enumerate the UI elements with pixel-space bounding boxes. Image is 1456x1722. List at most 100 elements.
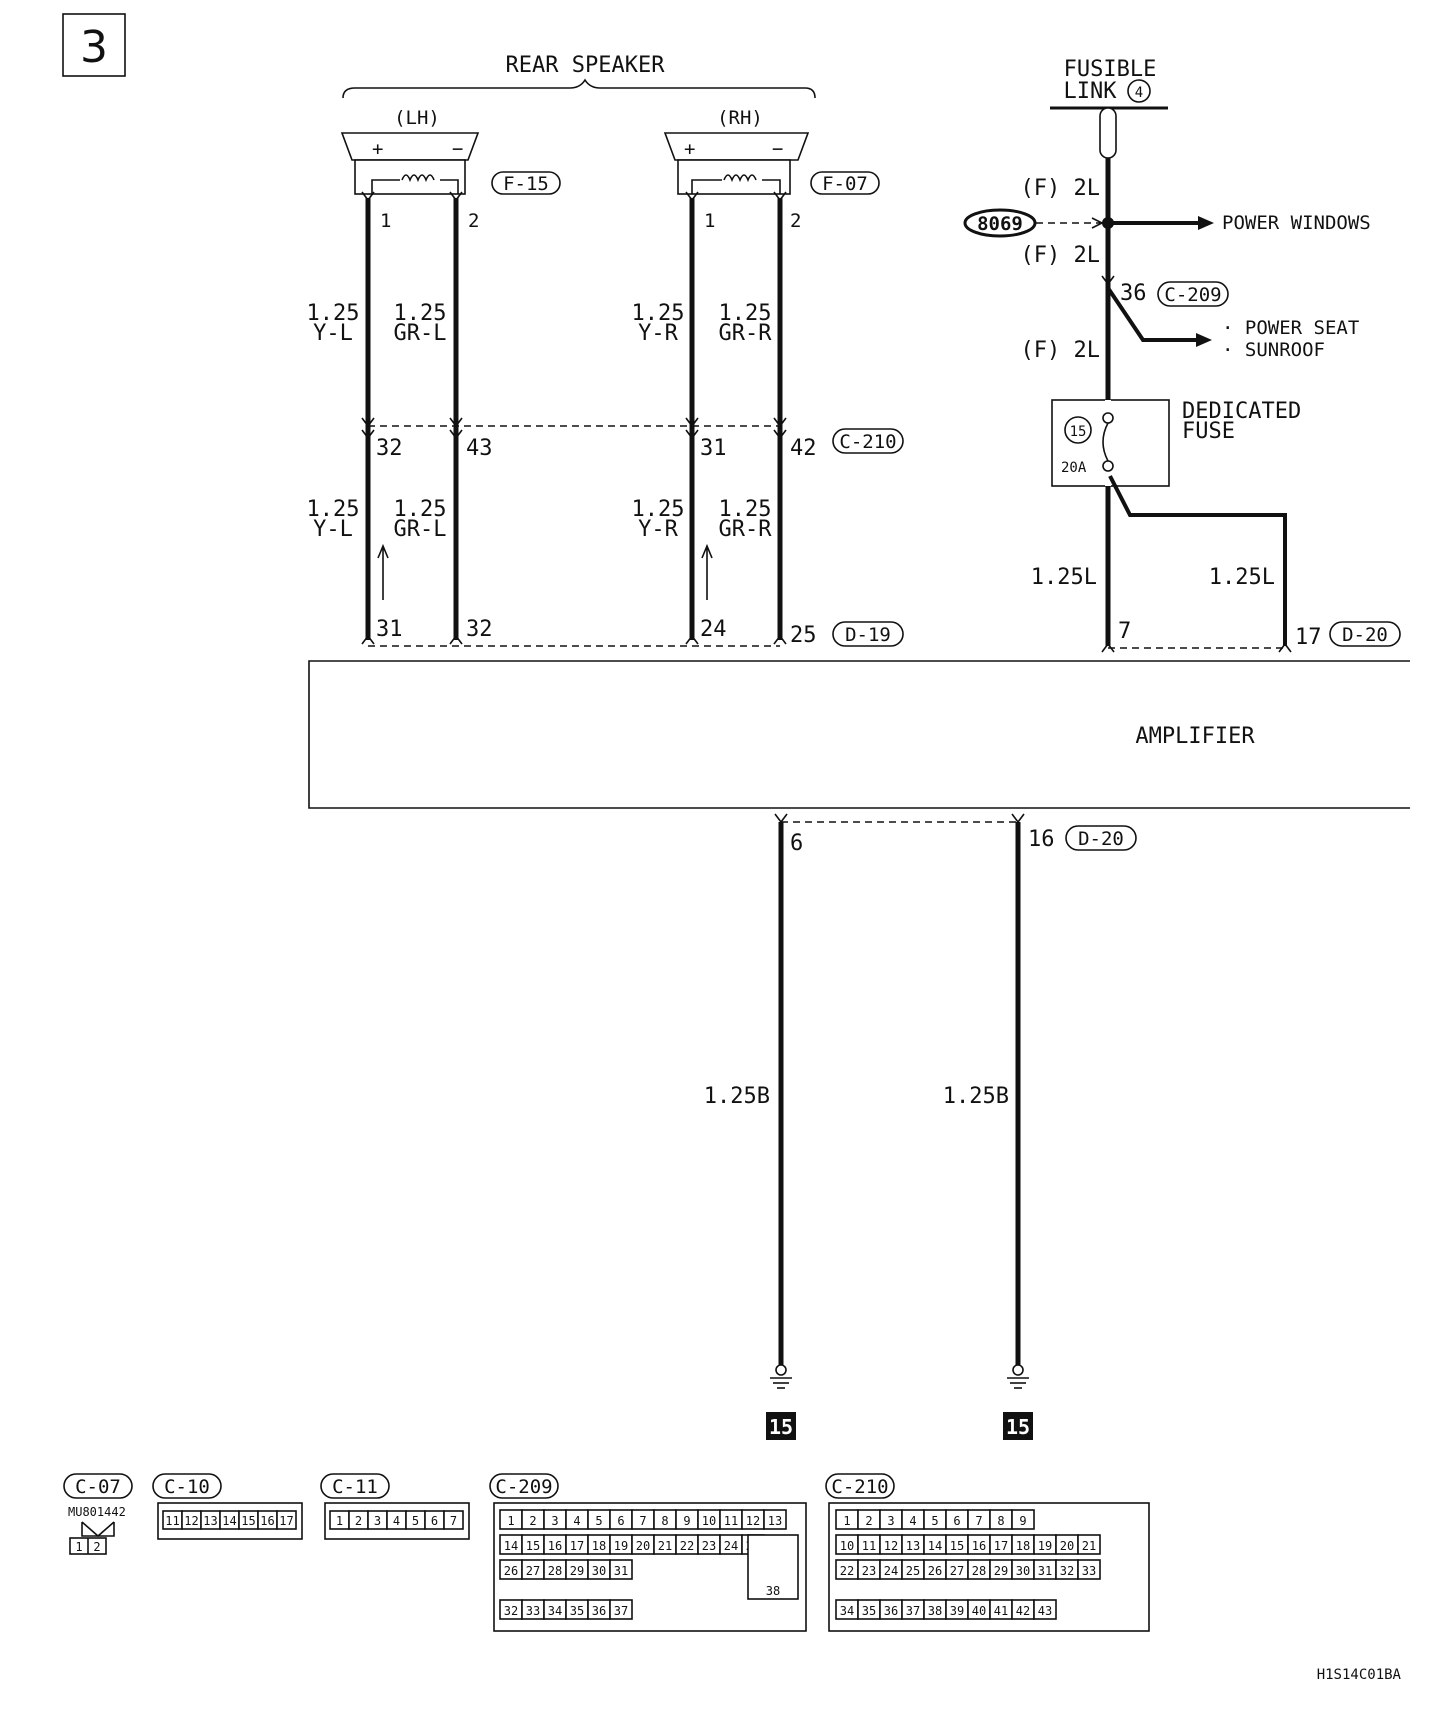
c209-pin-cell — [747, 1534, 799, 1600]
c209-pin-36: 36 — [1120, 281, 1147, 306]
c210-pin-label: 26 — [928, 1564, 942, 1578]
c210-pin-label: 30 — [1016, 1564, 1030, 1578]
wire-rh-neg-size: 1.25 — [719, 301, 772, 326]
wire-amp-power-label-2: 1.25L — [1209, 565, 1275, 590]
connector-view-c07-label: C-07 — [75, 1476, 121, 1498]
c10-pin-label: 11 — [165, 1514, 179, 1528]
wire-rh-pos-size-2: 1.25 — [632, 497, 685, 522]
rear-speaker-title: REAR SPEAKER — [506, 53, 666, 78]
connector-view-c11-label: C-11 — [332, 1476, 378, 1498]
c210-pin-label: 6 — [953, 1514, 960, 1528]
dedicated-fuse-label-2: FUSE — [1182, 419, 1235, 444]
c209-pin-label: 35 — [570, 1604, 584, 1618]
c210-pin-label: 36 — [884, 1604, 898, 1618]
connector-d20-badge-top — [1329, 621, 1401, 647]
d19-pin-25: 25 — [790, 623, 817, 648]
c209-pin-label: 2 — [529, 1514, 536, 1528]
c210-pin-label: 23 — [862, 1564, 876, 1578]
wire-lh-pos-size: 1.25 — [307, 301, 360, 326]
wire-lh-neg-color-2: GR-L — [394, 517, 447, 542]
c209-pin-label: 20 — [636, 1539, 650, 1553]
c11-pin-label: 1 — [336, 1514, 343, 1528]
connector-d20-label-top: D-20 — [1342, 624, 1388, 646]
c209-pin-label: 7 — [639, 1514, 646, 1528]
connector-f07-label: F-07 — [822, 173, 868, 195]
amplifier-box — [308, 660, 1410, 809]
connector-f07-badge — [810, 171, 880, 195]
fusible-link-number: 4 — [1135, 85, 1143, 101]
speaker-rh-minus: − — [772, 138, 783, 160]
fuse-number: 15 — [1070, 424, 1087, 440]
ground-point-badge — [766, 1412, 796, 1440]
ground-circuit: 6 16 D-20 1.25B 1.25B 15 15 — [704, 813, 1137, 1440]
wire-amp-power-label-1: 1.25L — [1031, 565, 1097, 590]
connector-c07-part-number: MU801442 — [68, 1505, 126, 1519]
speaker-wires — [361, 191, 787, 647]
c10-pin-label: 14 — [222, 1514, 236, 1528]
c210-pin-label: 10 — [840, 1539, 854, 1553]
speaker-lh-minus: − — [452, 138, 463, 160]
c209-pin-label: 17 — [570, 1539, 584, 1553]
c210-pin-label: 25 — [906, 1564, 920, 1578]
signal-arrow-rh — [701, 543, 713, 600]
wire-rh-pos-color-2: Y-R — [638, 517, 678, 542]
c11-pin-label: 3 — [374, 1514, 381, 1528]
c209-pin-label: 4 — [573, 1514, 580, 1528]
speaker-lh-pin1: 1 — [380, 210, 391, 232]
connector-view-c210-badge — [825, 1473, 895, 1499]
sunroof-label: · SUNROOF — [1222, 339, 1325, 361]
c210-pin-label: 4 — [909, 1514, 916, 1528]
connector-f15-label: F-15 — [503, 173, 549, 195]
wire-power-label-3: (F) 2L — [1021, 338, 1100, 363]
speaker-rh-pin1: 1 — [704, 210, 715, 232]
c209-pin-label: 38 — [766, 1584, 780, 1598]
c209-pin-label: 23 — [702, 1539, 716, 1553]
d20-pin-6: 6 — [790, 831, 803, 856]
c209-pin-label: 16 — [548, 1539, 562, 1553]
d19-pin-32: 32 — [466, 617, 493, 642]
lower-wire-labels: 1.25 Y-L 1.25 GR-L 1.25 Y-R 1.25 GR-R — [307, 497, 773, 542]
connector-c210-badge — [832, 428, 904, 454]
c209-pin-label: 26 — [504, 1564, 518, 1578]
c209-pin-label: 31 — [614, 1564, 628, 1578]
c209-pin-cell — [609, 1559, 633, 1580]
c209-pin-label: 32 — [504, 1604, 518, 1618]
connector-d19-label: D-19 — [845, 624, 891, 646]
c210-pin-label: 16 — [972, 1539, 986, 1553]
c210-pin-label: 28 — [972, 1564, 986, 1578]
speaker-lh-pin2: 2 — [468, 210, 479, 232]
splice-8069-label: 8069 — [977, 213, 1023, 235]
c210-pin-label: 39 — [950, 1604, 964, 1618]
ground-point-badge — [1003, 1412, 1033, 1440]
c210-pin-label: 33 — [1082, 1564, 1096, 1578]
speaker-rh-plus: + — [684, 138, 695, 160]
c210-pin-label: 1 — [843, 1514, 850, 1528]
c209-pin-label: 6 — [617, 1514, 624, 1528]
c210-pin-label: 32 — [1060, 1564, 1074, 1578]
d19-pin-31: 31 — [376, 617, 403, 642]
c209-pin-label: 8 — [661, 1514, 668, 1528]
c210-pin-cell — [1033, 1599, 1057, 1620]
c210-pin-label: 9 — [1019, 1514, 1026, 1528]
fuse-icon — [1102, 422, 1109, 462]
connector-view-c209-badge — [489, 1473, 559, 1499]
section-number-box: 3 — [62, 13, 126, 77]
figure-code: H1S14C01BA — [1317, 1667, 1402, 1683]
wire-lh-pos-color-2: Y-L — [313, 517, 353, 542]
c209-pin-label: 33 — [526, 1604, 540, 1618]
c210-pin-label: 15 — [950, 1539, 964, 1553]
ground-icon — [1007, 1364, 1029, 1389]
c210-pin-label: 21 — [1082, 1539, 1096, 1553]
fusible-link-icon — [1099, 107, 1117, 159]
wire-rh-pos-color: Y-R — [638, 321, 678, 346]
c210-pin-label: 5 — [931, 1514, 938, 1528]
c11-pin-label: 5 — [412, 1514, 419, 1528]
connector-d19-badge — [832, 621, 904, 647]
rear-speaker-group: REAR SPEAKER — [342, 53, 816, 99]
connector-view-c210-label: C-210 — [831, 1476, 888, 1498]
splice-8069-badge — [963, 208, 1037, 238]
c209-pin-label: 12 — [746, 1514, 760, 1528]
c210-pin-label: 11 — [862, 1539, 876, 1553]
ground-point-label-1: 15 — [769, 1415, 793, 1439]
c07-pin: 2 — [93, 1540, 100, 1554]
